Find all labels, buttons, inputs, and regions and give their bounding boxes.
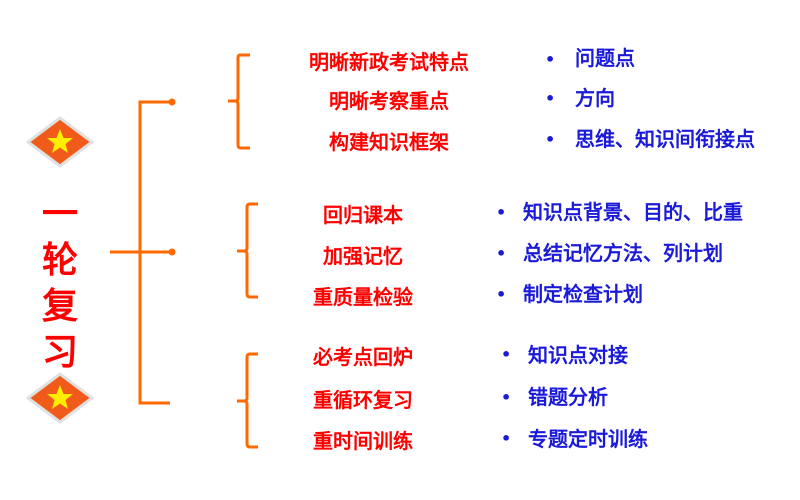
detail: 总结记忆方法、列计划 bbox=[523, 241, 723, 265]
detail: 知识点背景、目的、比重 bbox=[523, 200, 743, 224]
detail: 方向 bbox=[575, 86, 615, 110]
branch-dot bbox=[168, 98, 176, 106]
sub-bracket-3 bbox=[237, 352, 258, 449]
bullet: • bbox=[501, 388, 512, 407]
bullet: • bbox=[545, 89, 556, 108]
bullet: • bbox=[545, 50, 556, 69]
branch-dot bbox=[168, 248, 176, 256]
topic: 重时间训练 bbox=[313, 429, 413, 453]
bullet: • bbox=[501, 429, 512, 448]
topic: 回归课本 bbox=[323, 203, 403, 227]
title-char: 复 bbox=[41, 286, 78, 327]
bullet: • bbox=[545, 130, 556, 149]
bullet: • bbox=[501, 345, 512, 364]
topic: 明晰新政考试特点 bbox=[309, 50, 469, 74]
title-char: 一 bbox=[41, 194, 78, 235]
topic: 必考点回炉 bbox=[313, 345, 413, 369]
detail: 思维、知识间衔接点 bbox=[575, 127, 755, 151]
detail: 错题分析 bbox=[528, 385, 608, 409]
title-char: 轮 bbox=[41, 240, 78, 281]
bullet: • bbox=[496, 285, 507, 304]
topic: 明晰考察重点 bbox=[329, 89, 449, 113]
star-badge-bottom-icon bbox=[25, 372, 95, 424]
topic: 重循环复习 bbox=[313, 388, 413, 412]
star-badge-top-icon bbox=[25, 116, 95, 168]
sub-bracket-2 bbox=[237, 202, 258, 299]
bullet: • bbox=[496, 244, 507, 263]
detail: 制定检查计划 bbox=[523, 282, 643, 306]
topic: 构建知识框架 bbox=[329, 130, 449, 154]
detail: 专题定时训练 bbox=[528, 427, 648, 451]
topic: 加强记忆 bbox=[323, 244, 403, 268]
topic: 重质量检验 bbox=[313, 285, 413, 309]
sub-bracket-1 bbox=[228, 53, 250, 150]
title-char: 习 bbox=[41, 332, 78, 373]
detail: 问题点 bbox=[575, 46, 635, 70]
bullet: • bbox=[496, 203, 507, 222]
detail: 知识点对接 bbox=[528, 343, 628, 367]
main-title: 一 轮 复 习 bbox=[38, 192, 82, 376]
